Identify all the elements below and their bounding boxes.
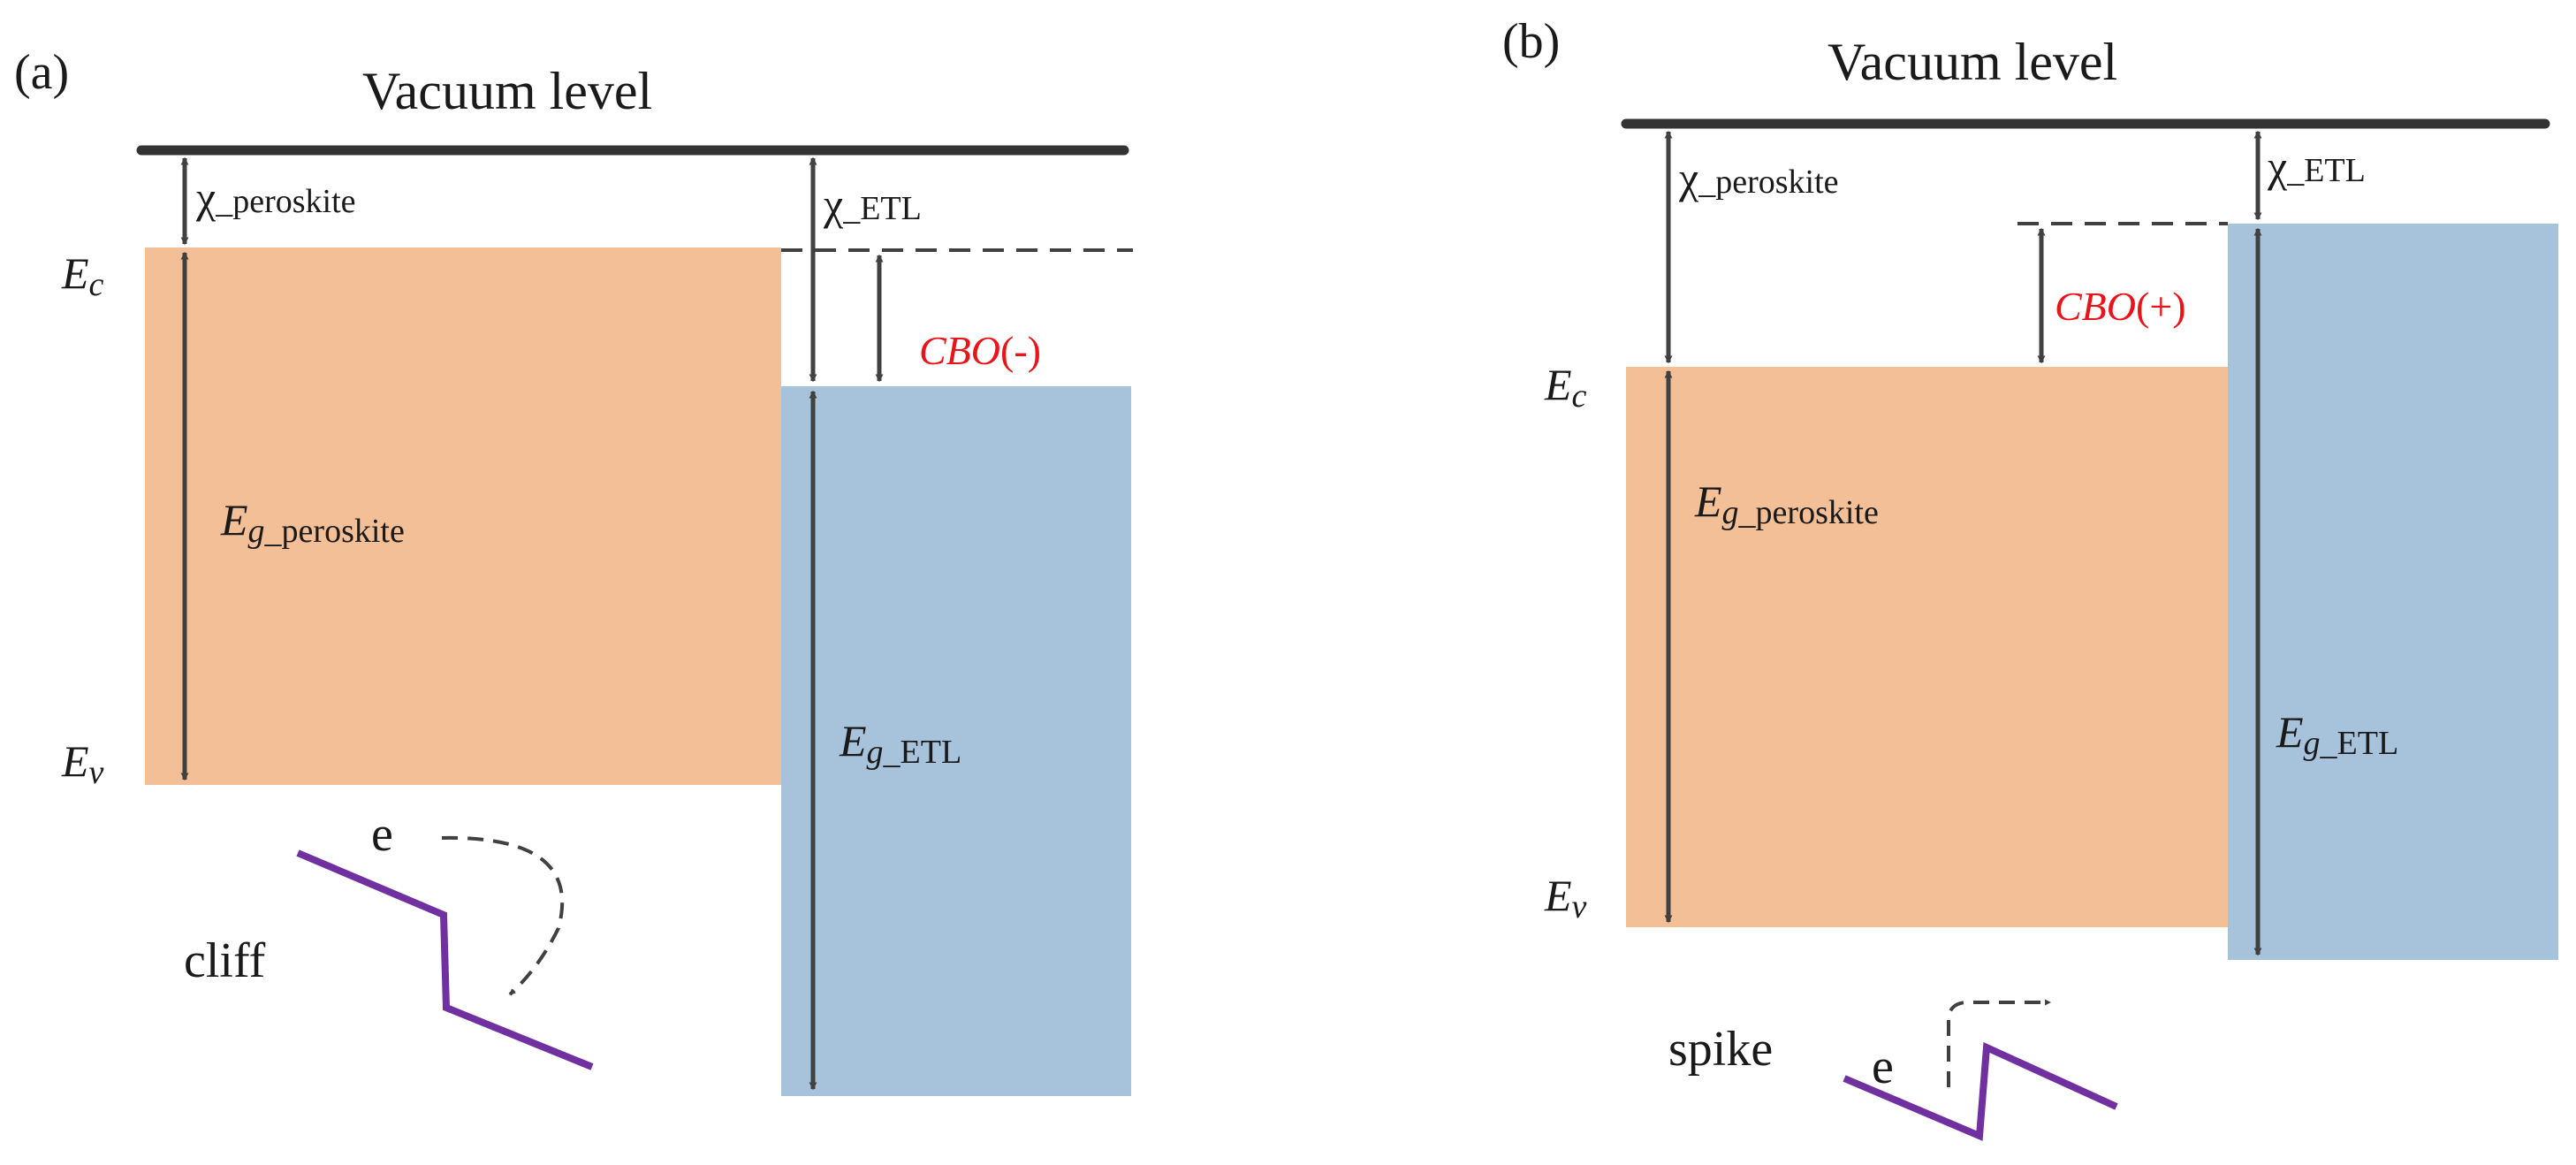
perovskite-band	[1626, 367, 2228, 927]
cliff-electron-path-arrow	[441, 835, 565, 996]
chi-perovskite-label: χ_peroskite	[195, 172, 356, 222]
spike-electron-label: e	[1872, 1039, 1894, 1094]
chi-etl-label: χ_ETL	[2267, 141, 2366, 191]
ev-label: Ev	[1544, 871, 1587, 925]
cliff-electron-label: e	[371, 807, 393, 862]
cliff-label: cliff	[184, 933, 266, 988]
panel-a: (a) Vacuum level χ_peroskite χ_ETL Ec Ev…	[14, 45, 1133, 1096]
perovskite-band	[145, 247, 781, 785]
cbo-positive-label: CBO(+)	[2055, 284, 2186, 329]
etl-band	[781, 386, 1131, 1096]
panel-b: (b) Vacuum level χ_peroskite χ_ETL Ec Ev…	[1502, 14, 2558, 1141]
eg-etl-label: Eg_ETL	[839, 716, 961, 771]
ev-label: Ev	[61, 736, 104, 791]
etl-band	[2228, 224, 2558, 960]
ec-label: Ec	[1544, 360, 1587, 415]
eg-perovskite-label: Eg_peroskite	[220, 495, 405, 550]
spike-label: spike	[1668, 1022, 1773, 1077]
ec-label: Ec	[61, 248, 104, 303]
cliff-band-path	[296, 849, 594, 1070]
eg-perovskite-label: Eg_peroskite	[1694, 476, 1879, 531]
panel-b-vacuum-level-title: Vacuum level	[1828, 33, 2117, 91]
cbo-negative-label: CBO(-)	[919, 328, 1041, 373]
panel-a-vacuum-level-title: Vacuum level	[362, 62, 652, 120]
eg-etl-label: Eg_ETL	[2276, 707, 2398, 762]
panel-a-label: (a)	[14, 45, 69, 100]
spike-band-path	[1843, 1041, 2118, 1141]
chi-etl-label: χ_ETL	[823, 179, 922, 229]
spike-electron-path-arrow	[1947, 999, 2052, 1087]
chi-perovskite-label: χ_peroskite	[1678, 153, 1839, 202]
panel-b-label: (b)	[1502, 14, 1560, 69]
